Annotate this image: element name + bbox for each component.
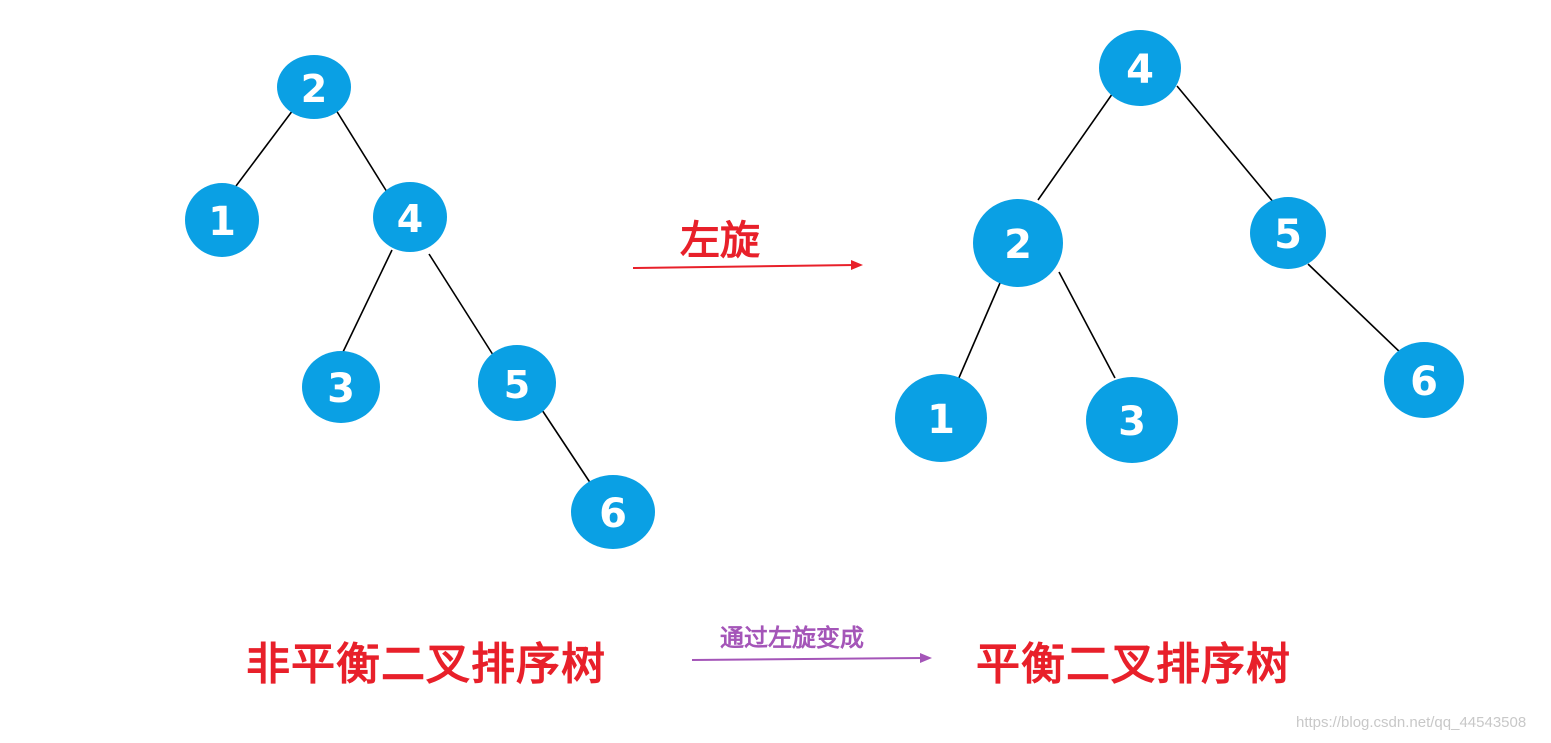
after-tree-node-5: 5 bbox=[1250, 197, 1326, 269]
after-tree-node-1: 1 bbox=[895, 374, 987, 462]
transition-label: 通过左旋变成 bbox=[720, 624, 864, 652]
rotation-label: 左旋 bbox=[680, 218, 760, 264]
after-tree-node-circle bbox=[1086, 377, 1178, 463]
after-tree-node-circle bbox=[1384, 342, 1464, 418]
transition-arrow bbox=[691, 653, 932, 663]
after-tree-node-label: 4 bbox=[1126, 47, 1154, 93]
after-tree-node-3: 3 bbox=[1086, 377, 1178, 463]
after-tree-node-label: 2 bbox=[1004, 222, 1032, 268]
before-tree-caption: 非平衡二叉排序树 bbox=[246, 639, 606, 690]
after-tree-node-4: 4 bbox=[1099, 30, 1181, 106]
before-tree-node-label: 6 bbox=[599, 491, 627, 537]
after-tree-edge bbox=[1037, 89, 1116, 201]
before-tree-node-label: 1 bbox=[208, 199, 236, 245]
before-tree-node-2: 2 bbox=[277, 55, 351, 119]
before-tree-node-1: 1 bbox=[185, 183, 259, 257]
after-tree-node-label: 1 bbox=[927, 397, 955, 443]
before-tree-node-5: 5 bbox=[478, 345, 556, 421]
after-tree-edge bbox=[1058, 271, 1116, 379]
after-tree-node-2: 2 bbox=[973, 199, 1063, 287]
before-tree-edge bbox=[235, 109, 294, 187]
after-tree-node-label: 6 bbox=[1410, 359, 1438, 405]
after-tree-edge bbox=[957, 282, 1001, 381]
before-tree-edge bbox=[428, 253, 496, 359]
after-tree-node-circle bbox=[1250, 197, 1326, 269]
before-tree-node-circle bbox=[185, 183, 259, 257]
before-tree-node-label: 3 bbox=[327, 366, 355, 412]
after-tree-edge bbox=[1307, 263, 1404, 356]
watermark: https://blog.csdn.net/qq_44543508 bbox=[1296, 714, 1527, 731]
after-tree-edge bbox=[1176, 85, 1275, 204]
before-tree-node-label: 2 bbox=[301, 67, 327, 111]
after-tree-node-circle bbox=[1099, 30, 1181, 106]
after-tree-caption: 平衡二叉排序树 bbox=[976, 639, 1291, 690]
after-tree-node-label: 5 bbox=[1274, 212, 1302, 258]
before-tree-node-4: 4 bbox=[373, 182, 447, 252]
before-tree-edge bbox=[335, 109, 388, 193]
before-tree-node-6: 6 bbox=[571, 475, 655, 549]
before-tree-edge bbox=[541, 409, 592, 485]
after-tree-node-6: 6 bbox=[1384, 342, 1464, 418]
before-tree-node-3: 3 bbox=[302, 351, 380, 423]
before-tree-node-label: 4 bbox=[397, 197, 423, 241]
before-tree-node-circle bbox=[373, 182, 447, 252]
before-tree-edge bbox=[342, 249, 393, 353]
after-tree-node-circle bbox=[973, 199, 1063, 287]
after-tree-node-label: 3 bbox=[1118, 399, 1146, 445]
before-tree-node-circle bbox=[478, 345, 556, 421]
rotate-arrow bbox=[632, 260, 863, 270]
before-tree-node-circle bbox=[277, 55, 351, 119]
before-tree-node-label: 5 bbox=[504, 363, 530, 407]
before-tree-node-circle bbox=[571, 475, 655, 549]
before-tree-node-circle bbox=[302, 351, 380, 423]
after-tree-node-circle bbox=[895, 374, 987, 462]
